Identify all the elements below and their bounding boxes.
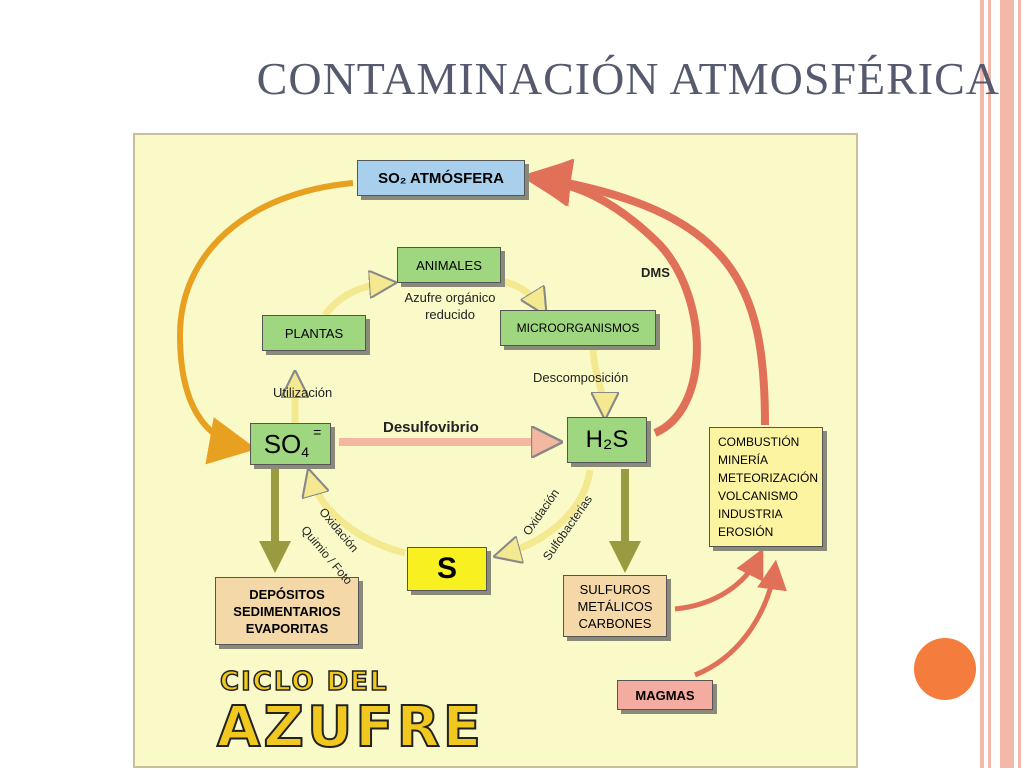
label-dms: DMS <box>641 265 670 280</box>
fuente-erosion: EROSIÓN <box>718 525 774 539</box>
so2-atmosfera-box: SO₂ ATMÓSFERA <box>357 160 525 196</box>
depositos-line-3: EVAPORITAS <box>245 620 329 636</box>
s-box: S <box>407 547 487 591</box>
fuentes-box: COMBUSTIÓN MINERÍA METEORIZACIÓN VOLCANI… <box>709 427 823 547</box>
sulfuros-line-1: SULFUROS <box>579 581 651 597</box>
fuente-mineria: MINERÍA <box>718 453 769 467</box>
fuente-industria: INDUSTRIA <box>718 507 783 521</box>
h2s-box: H₂S <box>567 417 647 463</box>
arrow-micro-to-h2s <box>589 344 605 413</box>
microorganismos-box: MICROORGANISMOS <box>500 310 656 346</box>
depositos-line-2: SEDIMENTARIOS <box>233 603 341 619</box>
label-azufre-organico: Azufre orgánico <box>404 290 496 305</box>
decorative-circle <box>914 638 976 700</box>
fuente-combustion: COMBUSTIÓN <box>718 435 800 449</box>
arrow-s-to-so4 <box>310 475 406 557</box>
so4-text: SO <box>263 428 302 459</box>
label-desulfovibrio: Desulfovibrio <box>383 419 479 436</box>
sulfuros-line-2: METÁLICOS <box>577 598 653 614</box>
label-utilizacion: Utilización <box>273 385 333 400</box>
magmas-box: MAGMAS <box>617 680 713 710</box>
arrow-plantas-to-animales <box>322 283 390 318</box>
label-reducido: reducido <box>425 307 475 322</box>
arrow-so2-to-so4 <box>176 180 354 465</box>
arrow-magmas-to-fuentes <box>694 559 787 678</box>
depositos-line-1: DEPÓSITOS <box>249 586 325 602</box>
arrow-h2s-to-s <box>500 469 594 555</box>
sulfur-cycle-diagram: SO₂ ATMÓSFERA ANIMALES PLANTAS MICROORGA… <box>133 133 858 768</box>
fuente-volcanismo: VOLCANISMO <box>718 489 799 503</box>
depositos-box: DEPÓSITOS SEDIMENTARIOS EVAPORITAS <box>215 577 359 645</box>
arrow-sulfuros-to-fuentes <box>674 548 764 612</box>
so4-superscript: = <box>313 424 322 440</box>
sulfuros-box: SULFUROS METÁLICOS CARBONES <box>563 575 667 637</box>
so4-subscript: 4 <box>301 444 310 460</box>
fuente-meteorizacion: METEORIZACIÓN <box>718 471 819 485</box>
sulfuros-line-3: CARBONES <box>578 615 652 631</box>
plantas-box: PLANTAS <box>262 315 366 351</box>
title-ciclo-del: CICLO DEL <box>219 666 389 698</box>
label-descomposicion: Descomposición <box>533 370 629 385</box>
arrow-fuentes-to-so2 <box>523 159 769 426</box>
slide-title: CONTAMINACIÓN ATMOSFÉRICA <box>256 53 1000 104</box>
animales-box: ANIMALES <box>397 247 501 283</box>
decorative-stripes <box>980 0 1024 768</box>
cycle-arrows <box>176 158 787 678</box>
title-azufre: AZUFRE <box>216 694 485 761</box>
